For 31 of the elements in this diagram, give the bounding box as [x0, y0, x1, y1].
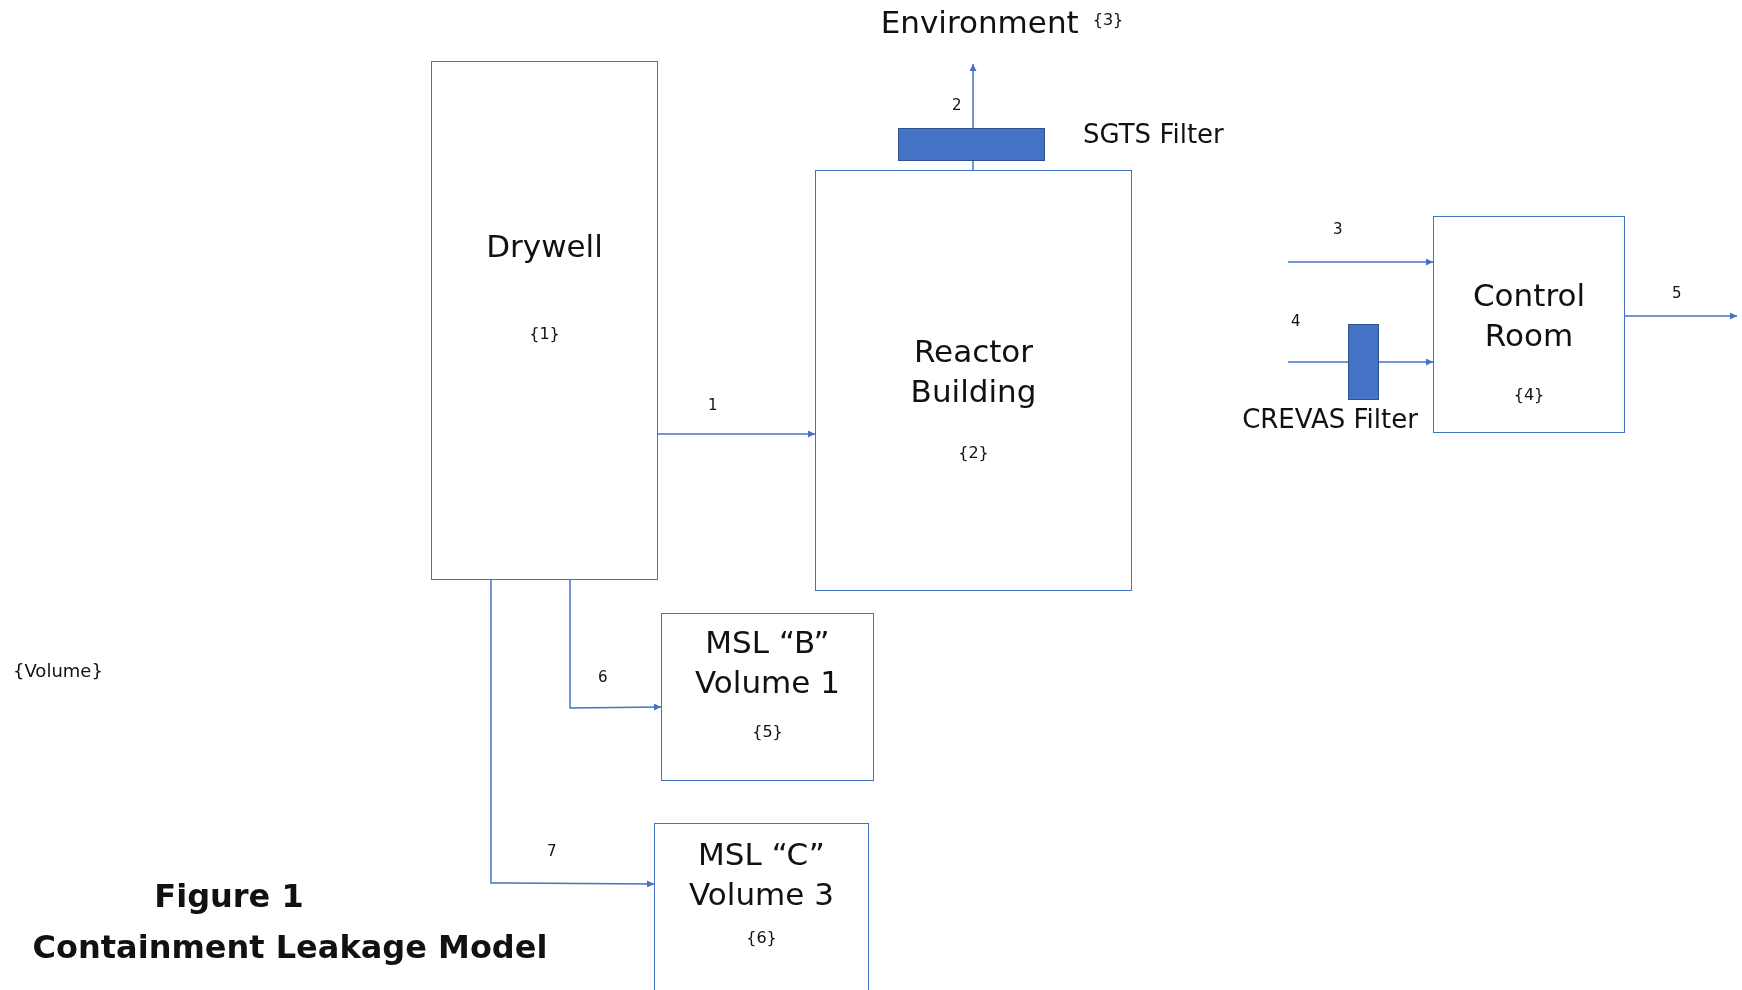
figure-title: Figure 1 [154, 877, 304, 915]
volume-number: {1} [528, 324, 561, 345]
volume-name: Control Room [1471, 276, 1587, 356]
filter-block [898, 128, 1045, 161]
arrow [490, 579, 655, 888]
arrow [1624, 312, 1738, 320]
filter-block [1348, 324, 1379, 400]
volume-number: {3} [1092, 9, 1124, 31]
volume-number: {2} [957, 443, 990, 464]
arrow [969, 63, 977, 129]
volume-name: Reactor Building [909, 332, 1038, 412]
volume-name: Drywell [485, 227, 604, 266]
volume-number: {5} [751, 722, 784, 743]
volume-box [815, 170, 1132, 591]
volume-box [431, 61, 658, 580]
volume-box [654, 823, 869, 990]
arrow [1378, 358, 1434, 366]
volume-number: {6} [745, 928, 778, 949]
arrow [1287, 258, 1434, 266]
note-label: {Volume} [13, 660, 103, 681]
arrow [657, 430, 816, 438]
filter-label: CREVAS Filter [1242, 404, 1418, 434]
volume-name: MSL “B” Volume 1 [694, 623, 841, 703]
volume-number: {4} [1512, 385, 1546, 406]
arrow [569, 579, 662, 711]
volume-box [1433, 216, 1625, 433]
volume-box [661, 613, 874, 781]
volume-name: Environment [880, 3, 1079, 42]
filter-label: SGTS Filter [1083, 119, 1224, 149]
volume-name: MSL “C” Volume 3 [688, 835, 835, 915]
figure-caption: Containment Leakage Model [32, 928, 548, 966]
